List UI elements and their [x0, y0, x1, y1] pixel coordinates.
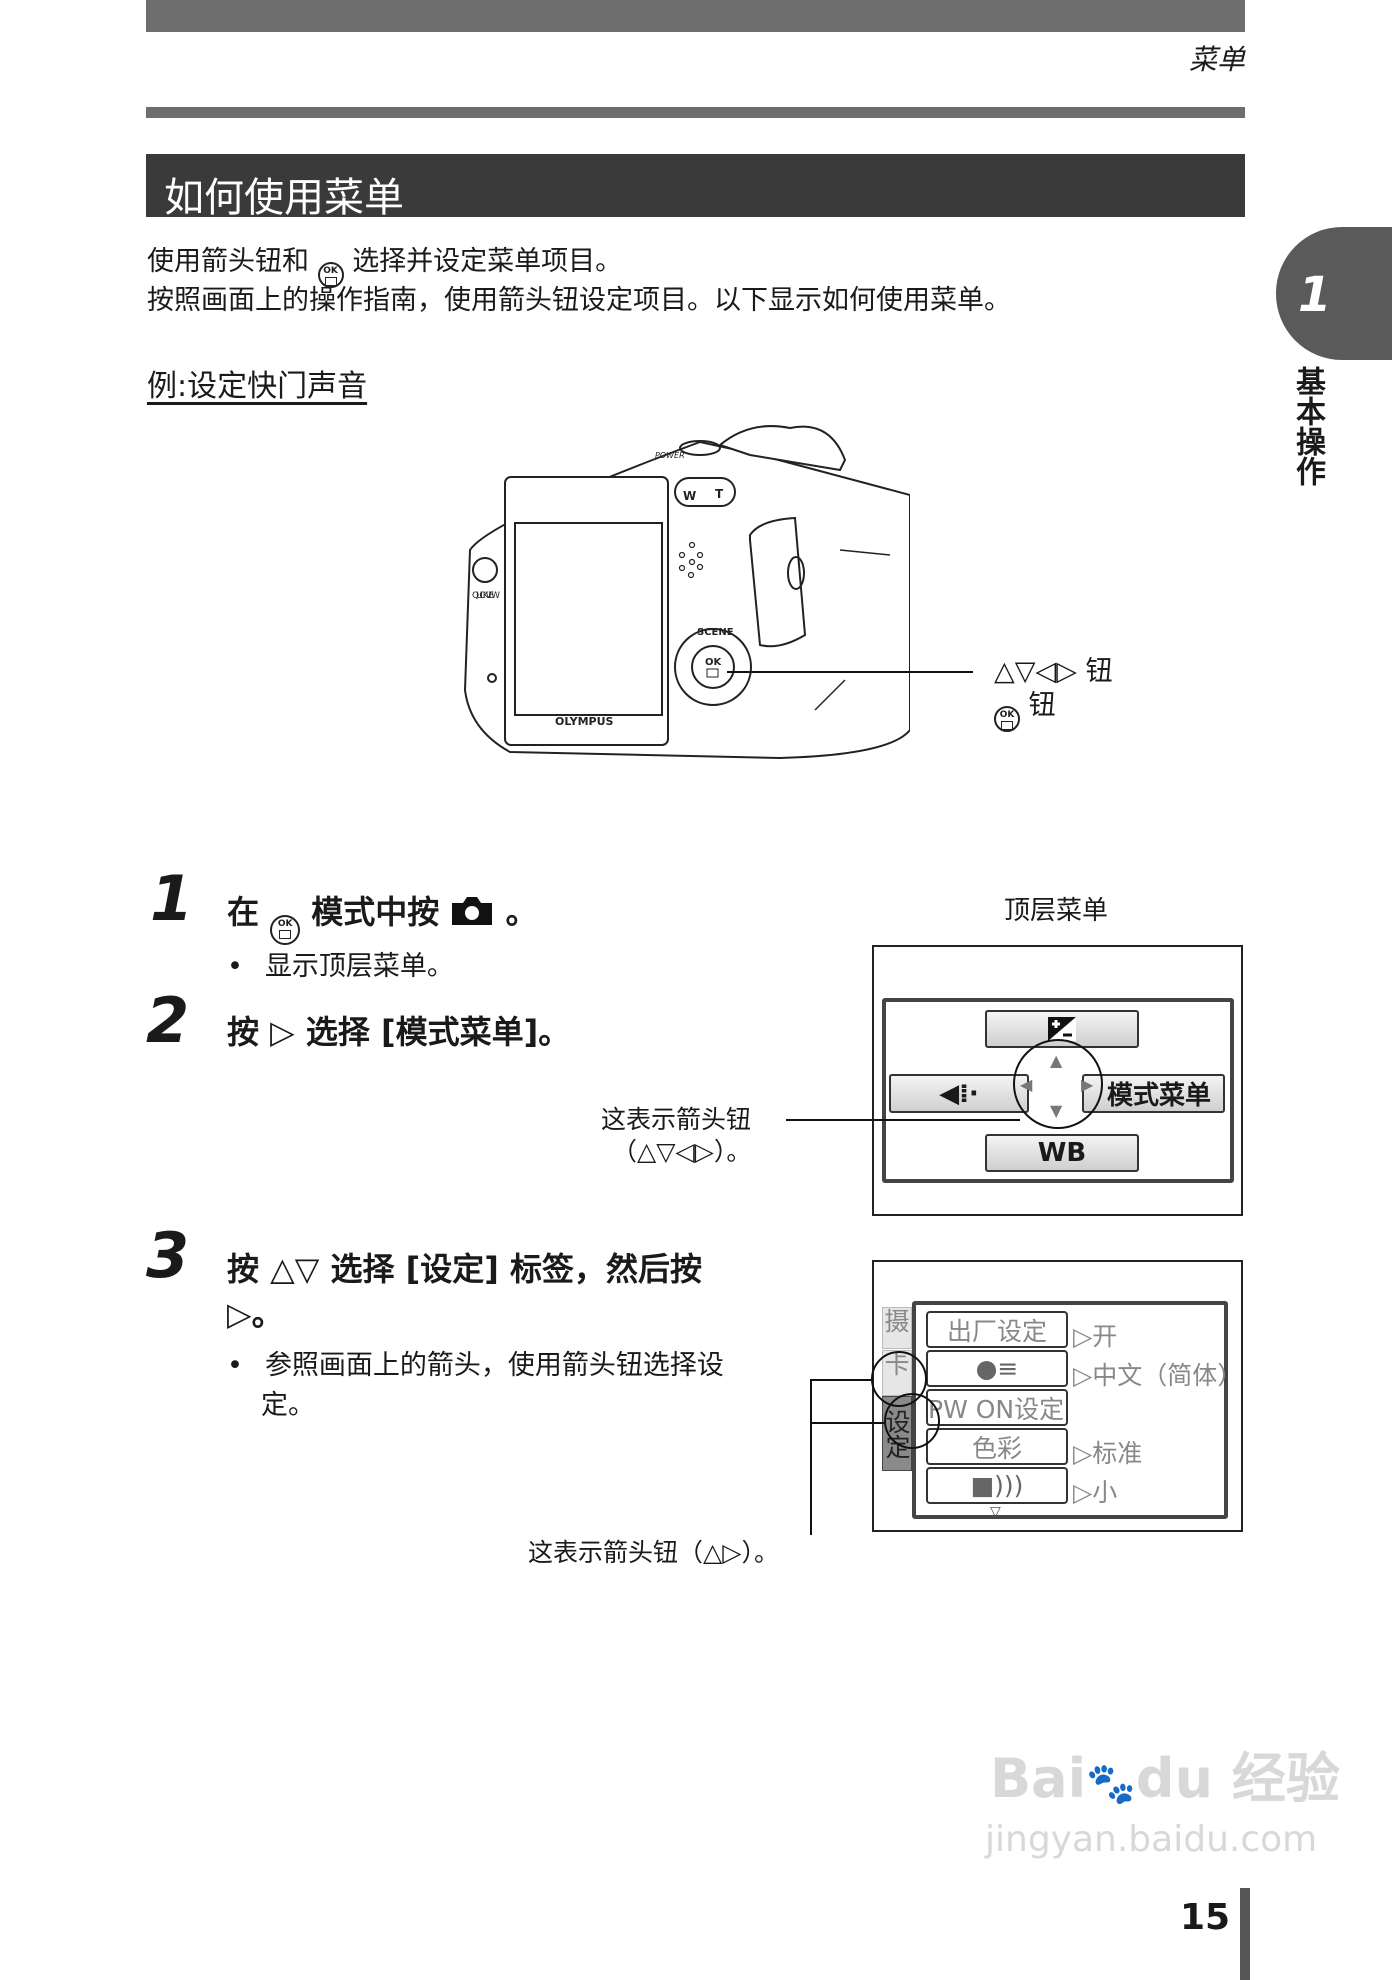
top-bar: [146, 0, 1245, 32]
mode-menu-label: 模式菜单: [1106, 1081, 1211, 1111]
step-1-bullet: •显示顶层菜单。: [227, 951, 454, 982]
ok-button: [691, 645, 735, 689]
step-text: 。: [505, 893, 538, 931]
tab-shooting[interactable]: 摄: [882, 1307, 912, 1349]
grip: [749, 516, 807, 648]
right-arrow-circle: [884, 1393, 940, 1449]
setup-menu-screen: [872, 1260, 1243, 1532]
page-title: 如何使用菜单: [146, 154, 1245, 221]
ok-label: OK: [705, 657, 723, 668]
zoom-t-label: T: [715, 487, 724, 501]
menu-value-reset: ▷开: [1073, 1322, 1118, 1351]
top-menu-callout-line: [786, 1119, 1020, 1121]
image-quality-icon: ◀⁞∙: [939, 1078, 979, 1109]
page-number: 15: [1180, 1897, 1231, 1938]
value-text: 小: [1092, 1478, 1118, 1507]
menu-row-language[interactable]: ●≡: [926, 1350, 1068, 1387]
step-3-bullet-cont: 定。: [261, 1390, 315, 1421]
power-label: POWER: [655, 451, 685, 460]
chapter-tab: 1: [1276, 227, 1392, 360]
quick-view-label: QUICK VIEW: [472, 591, 500, 601]
up-arrow-icon: ▲: [1050, 1051, 1063, 1070]
intro-line-1: 使用箭头钮和 OK 选择并设定菜单项目。: [147, 248, 622, 288]
ok-button-label: OK 钮: [994, 692, 1056, 732]
setup-arrow-note: 这表示箭头钮（△▷）。: [528, 1538, 779, 1567]
menu-row-reset[interactable]: 出厂设定: [926, 1311, 1068, 1348]
intro-text: 选择并设定菜单项目。: [352, 246, 623, 277]
intro-line-2: 按照画面上的操作指南，使用箭头钮设定项目。以下显示如何使用菜单。: [147, 285, 1011, 316]
menu-row-beep[interactable]: ■))): [926, 1467, 1068, 1504]
camera-illustration: POWER OLYMPUS QUICK VIEW W T SCENE OK: [463, 425, 910, 760]
speaker-icon: ■))): [970, 1471, 1024, 1500]
step-text: 模式中按: [311, 893, 440, 931]
arrow-note-line-1: 这表示箭头钮: [601, 1105, 752, 1134]
wb-button[interactable]: WB: [985, 1134, 1139, 1172]
arrow-indicator-circle: ▲ ▼ ◀ ▶: [1013, 1039, 1103, 1129]
callout-line-vertical: [810, 1379, 812, 1535]
arrow-buttons-label: △▽◁▷ 钮: [994, 656, 1113, 687]
zoom-w-label: W: [683, 489, 696, 503]
chapter-label: 基本操作: [1290, 366, 1325, 486]
step-2-text: 按 ▷ 选择 [模式菜单]。: [227, 1013, 571, 1051]
step-3-text-line-1: 按 △▽ 选择 [设定] 标签，然后按: [227, 1250, 703, 1288]
ok-menu-button-icon: OK: [994, 706, 1020, 732]
step-number-2: 2: [146, 984, 190, 1057]
image-quality-button[interactable]: ◀⁞∙: [889, 1074, 1029, 1113]
menu-row-color[interactable]: 色彩: [926, 1428, 1068, 1465]
language-icon: ●≡: [975, 1354, 1019, 1383]
step-3-bullet: •参照画面上的箭头，使用箭头钮选择设: [227, 1350, 724, 1381]
watermark: Bai🐾du 经验: [990, 1747, 1340, 1810]
power-button: [679, 440, 721, 456]
value-text: 开: [1092, 1322, 1118, 1351]
ok-menu-button-icon: OK: [270, 915, 301, 945]
wb-label: WB: [1037, 1138, 1087, 1168]
menu-value-color: ▷标准: [1073, 1439, 1143, 1468]
value-text: 标准: [1092, 1439, 1143, 1468]
intro-text: 使用箭头钮和: [147, 246, 309, 277]
ok-menu-button-icon: OK: [317, 262, 344, 288]
left-arrow-icon: ◀: [1020, 1075, 1033, 1094]
page-title-text: 如何使用菜单: [164, 175, 404, 221]
menu-value-beep: ▷小: [1073, 1478, 1118, 1507]
mode-menu-button[interactable]: 模式菜单: [1082, 1074, 1225, 1113]
watermark-url: jingyan.baidu.com: [985, 1819, 1318, 1860]
top-menu-caption: 顶层菜单: [1004, 896, 1109, 926]
camera-mode-icon: [452, 897, 493, 925]
down-arrow-icon: ▼: [1050, 1101, 1063, 1120]
lens-barrel: [717, 425, 847, 472]
step-text: 在: [227, 893, 260, 931]
exposure-compensation-icon: [1048, 1017, 1076, 1041]
ok-button-label-text: 钮: [1028, 690, 1056, 721]
callout-line: [727, 671, 973, 673]
callout-line-up: [810, 1379, 872, 1381]
chapter-number: 1: [1298, 267, 1332, 323]
menu-value-language: ▷中文（简体）: [1073, 1361, 1243, 1390]
step-number-3: 3: [146, 1219, 190, 1292]
callout-line-right: [810, 1422, 886, 1424]
scroll-down-arrow-icon: ▽: [990, 1504, 1001, 1520]
header-rule: [146, 107, 1245, 118]
right-arrow-icon: ▶: [1081, 1075, 1094, 1094]
value-text: 中文（简体）: [1092, 1361, 1243, 1390]
speaker-holes: [678, 541, 704, 579]
menu-row-pw-on[interactable]: PW ON设定: [926, 1389, 1068, 1426]
top-menu-screen: [872, 945, 1243, 1216]
step-number-1: 1: [150, 862, 194, 935]
step-3-text-line-2: ▷。: [227, 1295, 284, 1333]
lcd-screen: [514, 522, 663, 716]
zoom-lever: [674, 477, 736, 507]
brand-logo: OLYMPUS: [555, 715, 614, 728]
bullet-text: 显示顶层菜单。: [264, 951, 454, 982]
step-1-text: 在 OK 模式中按 。: [227, 895, 538, 945]
scene-label: SCENE: [697, 627, 734, 638]
section-label: 菜单: [1188, 43, 1245, 76]
arrow-note-line-2: （△▽◁▷）。: [612, 1137, 752, 1166]
quick-view-button: [472, 557, 498, 583]
bullet-text: 参照画面上的箭头，使用箭头钮选择设: [264, 1350, 724, 1381]
page-number-bar: [1240, 1888, 1250, 1980]
example-heading: 例:设定快门声音: [147, 369, 368, 404]
arrow-pad: [674, 628, 752, 706]
